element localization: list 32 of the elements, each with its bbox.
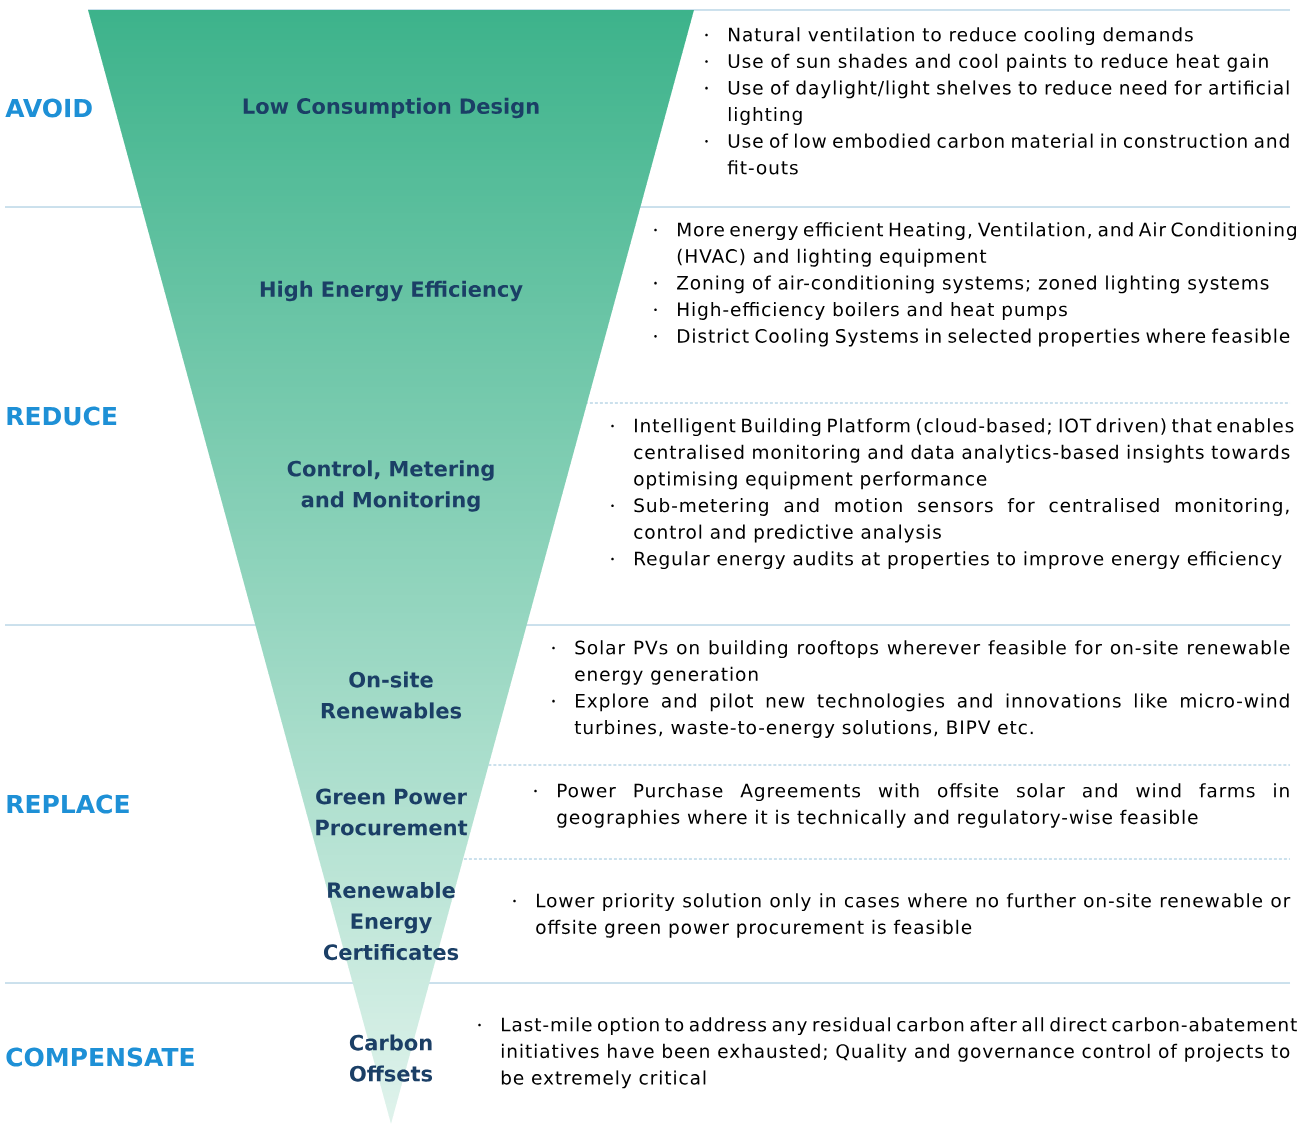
bullet-item: Explore and pilot new technologies and innovations like micro-wind turbines, waste-to-energy solutions, BIPV etc. (552, 693, 1289, 738)
node-label: Green Power Procurement (316, 788, 468, 836)
category-label: REDUCE (7, 406, 117, 426)
category-label: REPLACE (7, 794, 129, 814)
node-label: Renewable Energy Certificates (323, 881, 459, 961)
funnel-band: Carbon Offsets (349, 983, 433, 1124)
bullet-item: Regular energy audits at properties to improve energy efficiency (611, 551, 1282, 570)
bullet-item: Intelligent Building Platform (cloud-based; IOT driven) that enables centralised monitoring and data analytics-based insights towards optimising equipment performance (611, 418, 1294, 490)
bullet-item: More energy efficient Heating, Ventilation, and Air Conditioning (HVAC) and lighting equipment (654, 222, 1296, 267)
bullet-item: District Cooling Systems in selected properties where feasible (654, 328, 1290, 347)
node-label: On-site Renewables (321, 671, 462, 719)
funnel-band: Green Power Procurement (293, 765, 489, 859)
category-label: COMPENSATE (6, 1047, 194, 1067)
bullet-item: Last-mile option to address any residual carbon after all direct carbon-abatement initiatives have been exhausted; Quality and governance control of projects to be extremely critical (478, 1017, 1297, 1089)
bullet-item: Sub-metering and motion sensors for centralised monitoring, control and predictive analysis (611, 498, 1289, 543)
funnel-band: High Energy Efficiency (141, 207, 641, 403)
bullet-item: Use of low embodied carbon material in construction and fit-outs (705, 133, 1289, 175)
node-label: Control, Metering and Monitoring (287, 460, 494, 512)
funnel-band: On-site Renewables (255, 625, 527, 765)
funnel-band: Control, Metering and Monitoring (194, 403, 588, 625)
node-label: Carbon Offsets (349, 1034, 433, 1082)
bullet-item: Zoning of air-conditioning systems; zoned lighting systems (654, 275, 1269, 294)
node-label: High Energy Efficiency (260, 280, 523, 302)
bullet-item: High-efficiency boilers and heat pumps (654, 302, 1067, 320)
bullet-item: Use of sun shades and cool paints to reduce heat gain (705, 53, 1268, 72)
bullet-item: Power Purchase Agreements with offsite solar and wind farms in geographies where it is technically and regulatory-wise feasible (534, 783, 1289, 828)
bullet-item: Natural ventilation to reduce cooling demands (705, 27, 1193, 46)
bullet-item: Use of daylight/light shelves to reduce need for artificial lighting (705, 80, 1289, 125)
funnel-band: Renewable Energy Certificates (318, 859, 464, 983)
node-label: Low Consumption Design (243, 97, 539, 119)
bullet-item: Solar PVs on building rooftops wherever feasible for on-site renewable energy generation (552, 640, 1290, 685)
bullet-item: Lower priority solution only in cases where no further on-site renewable or offsite green power procurement is feasible (513, 893, 1291, 938)
